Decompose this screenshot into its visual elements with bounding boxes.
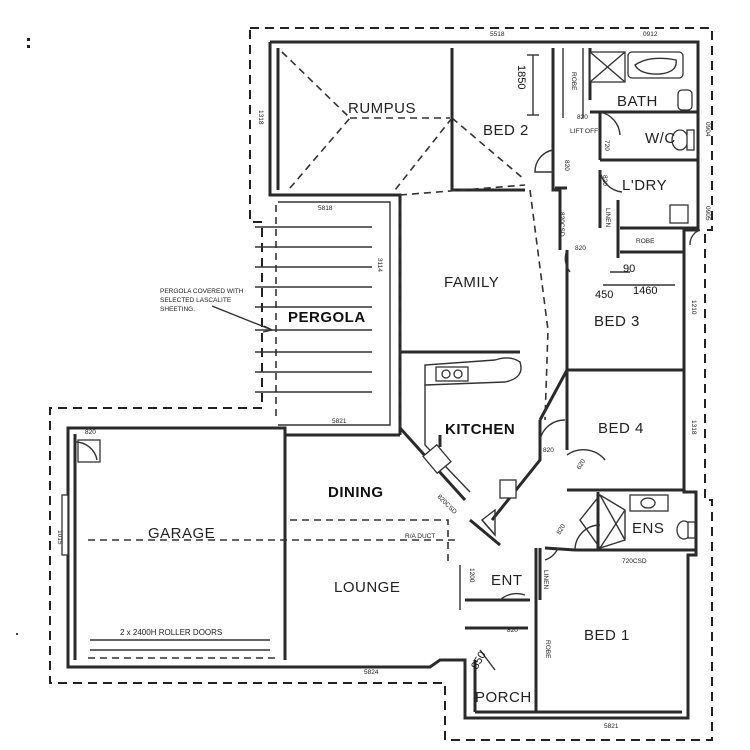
door-820-2: 820 xyxy=(563,160,570,171)
roller-doors-note: 2 x 2400H ROLLER DOORS xyxy=(120,628,222,637)
room-wc: W/C xyxy=(645,130,676,147)
room-bed1: BED 1 xyxy=(584,627,630,644)
room-laundry: L'DRY xyxy=(622,177,667,194)
room-family: FAMILY xyxy=(444,274,499,291)
dim-right-2: 0905 xyxy=(704,206,711,221)
dim-top: 5518 xyxy=(490,31,505,38)
dim-right-3: 1210 xyxy=(690,300,697,315)
notes: PERGOLA COVERED WITH SELECTED LASCALITE … xyxy=(85,72,655,659)
roof-outline xyxy=(49,27,713,741)
dimension-labels: 5518 0912 0904 0905 1210 1318 1318 5818 … xyxy=(56,31,711,730)
dim-bottom-lounge: 5824 xyxy=(364,669,379,676)
room-bed3: BED 3 xyxy=(594,313,640,330)
pergola-note-1: PERGOLA COVERED WITH xyxy=(160,288,244,295)
dim-right-4: 1318 xyxy=(690,420,697,435)
dim-right-1: 0904 xyxy=(704,122,711,137)
door-820-7: 820 xyxy=(556,523,568,536)
room-porch: PORCH xyxy=(475,689,532,706)
door-820-5: 820 xyxy=(85,429,96,436)
room-lounge: LOUNGE xyxy=(334,579,400,596)
room-kitchen: KITCHEN xyxy=(445,421,515,438)
door-720csd: 720CSD xyxy=(622,558,647,565)
dim-left-rumpus: 1318 xyxy=(257,110,264,125)
room-bath: BATH xyxy=(617,93,658,110)
robe-bed3: ROBE xyxy=(636,238,655,245)
dim-1460: 1460 xyxy=(633,285,657,297)
room-garage: GARAGE xyxy=(148,525,215,542)
door-720: 720 xyxy=(603,140,610,151)
dim-pergola-top: 5818 xyxy=(318,205,333,212)
internal-walls xyxy=(283,48,698,712)
door-820csd-b: 820CSD xyxy=(436,493,459,516)
pergola-note-2: SELECTED LASCALITE xyxy=(160,297,232,304)
robe-bed1: ROBE xyxy=(544,640,551,659)
robe-bed2: ROBE xyxy=(570,72,577,91)
linen-laundry: LINEN xyxy=(604,208,611,227)
room-labels: RUMPUS BED 2 BATH W/C L'DRY FAMILY PERGO… xyxy=(148,93,676,706)
margin-marks xyxy=(16,38,30,635)
lift-off-note: LIFT OFF xyxy=(570,128,598,135)
door-820-6: 820 xyxy=(543,447,554,454)
door-620: 620 xyxy=(576,458,588,471)
dim-450: 450 xyxy=(595,289,613,301)
dim-pergola-side: 3114 xyxy=(376,258,383,272)
dim-bottom-bed1: 5821 xyxy=(604,723,619,730)
dim-top-right: 0912 xyxy=(643,31,658,38)
dim-bed2-depth: 1850 xyxy=(515,65,527,89)
roof-hips xyxy=(88,51,549,659)
room-ensuite: ENS xyxy=(632,520,664,537)
door-820csd-a: 820CSD xyxy=(558,212,565,237)
dim-1200: 1200 xyxy=(468,568,475,583)
dim-pergola-bottom: 5821 xyxy=(332,418,347,425)
dim-90: 90 xyxy=(623,263,635,275)
dim-850: 850 xyxy=(469,650,489,672)
garage-details xyxy=(61,494,270,651)
room-rumpus: RUMPUS xyxy=(348,100,416,117)
door-820-4: 820 xyxy=(575,245,586,252)
door-820-8: 820 xyxy=(507,627,518,634)
linen-entry: LINEN xyxy=(542,570,549,589)
bathroom-fittings xyxy=(77,51,696,549)
door-820-3: 820 xyxy=(601,175,608,186)
door-820-1: 820 xyxy=(577,114,588,121)
pergola-note-3: SHEETING. xyxy=(160,306,195,313)
door-swings xyxy=(74,111,701,601)
pergola xyxy=(211,201,391,426)
dim-garage-side: 1015 xyxy=(56,530,63,545)
room-bed4: BED 4 xyxy=(598,420,644,437)
room-bed2: BED 2 xyxy=(483,122,529,139)
ra-duct-note: R/A DUCT xyxy=(405,533,435,540)
room-entry: ENT xyxy=(491,572,523,589)
dimension-lines xyxy=(459,54,675,671)
room-pergola: PERGOLA xyxy=(288,309,366,326)
kitchen-fittings xyxy=(422,357,522,537)
room-dining: DINING xyxy=(328,484,384,501)
